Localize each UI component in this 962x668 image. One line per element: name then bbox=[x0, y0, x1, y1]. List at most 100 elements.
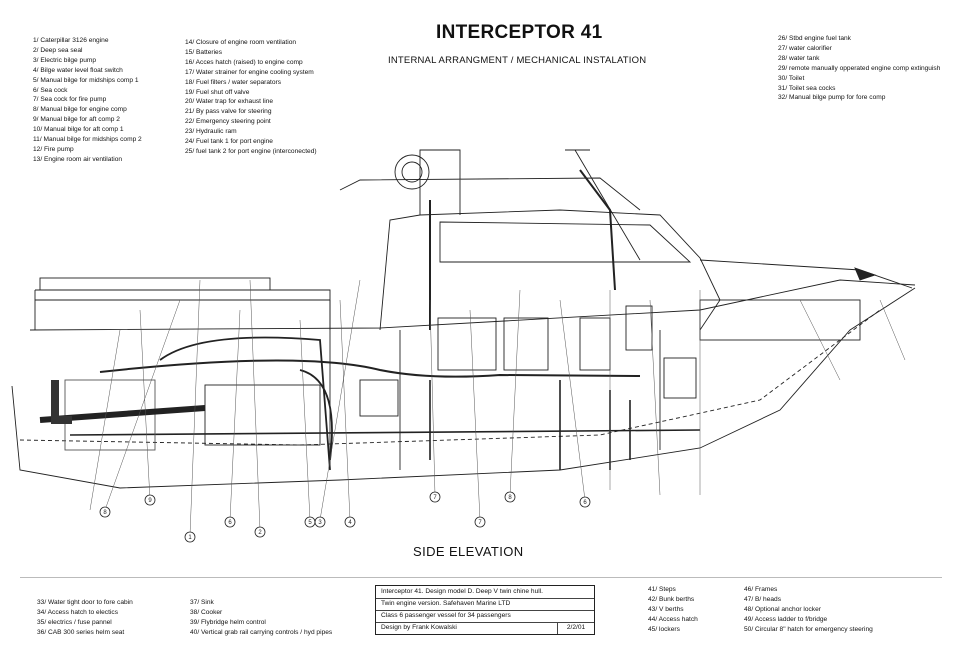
sheer-line bbox=[29, 279, 916, 331]
legend-item: 22/ Emergency steering point bbox=[185, 118, 271, 126]
callout-balloon: 8 bbox=[504, 491, 516, 503]
title-block-line-3: Class 6 passenger vessel for 34 passenge… bbox=[376, 610, 594, 623]
callout-balloon: 2 bbox=[254, 526, 266, 538]
legend-item: 44/ Access hatch bbox=[648, 615, 698, 623]
view-label: SIDE ELEVATION bbox=[413, 544, 524, 559]
legend-item: 28/ water tank bbox=[778, 54, 820, 62]
callout-balloon: 7 bbox=[429, 491, 441, 503]
leader-lines bbox=[89, 279, 906, 536]
legend-item: 25/ fuel tank 2 for port engine (interco… bbox=[185, 147, 317, 155]
title-block-line-4: Design by Frank Kowalski 2/2/01 bbox=[376, 622, 594, 634]
legend-item: 14/ Closure of engine room ventilation bbox=[185, 39, 297, 46]
title-block-date: 2/2/01 bbox=[557, 622, 594, 634]
legend-item: 4/ Bilge water level float switch bbox=[33, 66, 123, 74]
legend-item: 26/ Stbd engine fuel tank bbox=[778, 35, 851, 42]
callout-balloon: 6 bbox=[579, 496, 591, 508]
legend-item: 2/ Deep sea seal bbox=[33, 46, 83, 54]
legend-item: 6/ Sea cock bbox=[33, 86, 68, 94]
toilet bbox=[663, 357, 697, 399]
callout-balloon: 6 bbox=[224, 516, 236, 528]
callout-balloon: 8 bbox=[99, 506, 111, 518]
drawing-title: INTERCEPTOR 41 bbox=[436, 22, 603, 43]
legend-list-bottom-3: 41/ Steps 42/ Bunk berths 43/ V berths 44/ … bbox=[648, 585, 698, 635]
legend-item: 16/ Acces hatch (raised) to engine comp bbox=[185, 58, 303, 66]
callout-balloon: 1 bbox=[184, 531, 196, 543]
aft-deck bbox=[34, 289, 331, 330]
callout-number: 9 bbox=[148, 498, 152, 504]
legend-item: 17/ Water strainer for engine cooling sy… bbox=[185, 68, 314, 76]
title-block-line-1: Interceptor 41. Design model D. Deep V t… bbox=[376, 586, 594, 599]
legend-item: 48/ Optional anchor locker bbox=[744, 605, 821, 613]
legend-item: 18/ Fuel filters / water separators bbox=[185, 78, 282, 86]
callout-number: 6 bbox=[228, 520, 232, 526]
legend-item: 23/ Hydraulic ram bbox=[185, 128, 237, 136]
drawing-subtitle: INTERNAL ARRANGMENT / MECHANICAL INSTALA… bbox=[388, 55, 647, 66]
legend-list-top-right: 26/ Stbd engine fuel tank 27/ water calor… bbox=[778, 34, 940, 103]
chine-line bbox=[19, 309, 881, 446]
legend-item: 43/ V berths bbox=[648, 605, 684, 613]
fore-cabin bbox=[699, 299, 861, 341]
legend-item: 29/ remote manually opperated engine com… bbox=[778, 64, 941, 72]
callout-number: 1 bbox=[188, 535, 192, 541]
legend-item: 15/ Batteries bbox=[185, 48, 223, 56]
legend-item: 21/ By pass valve for steering bbox=[185, 108, 272, 116]
legend-item: 40/ Vertical grab rail carrying controls… bbox=[190, 628, 333, 636]
legend-item: 50/ Circular 8" hatch for emergency stee… bbox=[744, 625, 873, 633]
legend-item: 27/ water calorifier bbox=[778, 44, 832, 52]
legend-item: 12/ Fire pump bbox=[33, 145, 74, 153]
callout-balloon: 3 bbox=[314, 516, 326, 528]
legend-item: 31/ Toilet sea cocks bbox=[778, 84, 836, 92]
callout-balloon: 9 bbox=[144, 494, 156, 506]
helm-unit bbox=[579, 317, 611, 371]
legend-item: 36/ CAB 300 series helm seat bbox=[37, 628, 125, 636]
legend-item: 24/ Fuel tank 1 for port engine bbox=[185, 138, 273, 146]
legend-item: 46/ Frames bbox=[744, 586, 778, 593]
bunk-unit bbox=[625, 305, 653, 351]
legend-item: 20/ Water trap for exhaust line bbox=[185, 98, 274, 106]
callout-number: 5 bbox=[308, 520, 312, 526]
legend-list-bottom-4: 46/ Frames 47/ B/ heads 48/ Optional ancho… bbox=[744, 585, 873, 635]
separator-line bbox=[20, 577, 942, 578]
callout-number: 7 bbox=[433, 495, 437, 501]
callout-number: 3 bbox=[318, 520, 322, 526]
callout-number: 6 bbox=[583, 500, 587, 506]
legend-item: 32/ Manual bilge pump for fore comp bbox=[778, 94, 886, 102]
aft-coaming bbox=[39, 277, 271, 291]
legend-item: 42/ Bunk berths bbox=[648, 595, 695, 603]
batteries bbox=[359, 379, 399, 417]
legend-list-top-left: 1/ Caterpillar 3126 engine 2/ Deep sea se… bbox=[33, 36, 142, 165]
callout-balloon: 4 bbox=[344, 516, 356, 528]
legend-item: 8/ Manual bilge for engine comp bbox=[33, 106, 127, 114]
callout-number: 2 bbox=[258, 530, 262, 536]
wheelhouse-windows bbox=[439, 221, 692, 263]
legend-item: 41/ Steps bbox=[648, 586, 676, 593]
legend-item: 13/ Engine room air ventilation bbox=[33, 155, 123, 163]
galley-unit bbox=[437, 317, 497, 371]
bilge-pipes bbox=[99, 359, 641, 378]
legend-item: 47/ B/ heads bbox=[744, 595, 782, 603]
waterline bbox=[69, 429, 701, 436]
callout-number: 8 bbox=[508, 495, 512, 501]
legend-item: 19/ Fuel shut off valve bbox=[185, 88, 250, 96]
legend-item: 33/ Water tight door to fore cabin bbox=[37, 599, 133, 606]
title-block: Interceptor 41. Design model D. Deep V t… bbox=[375, 585, 595, 635]
locker-unit bbox=[503, 317, 549, 371]
legend-item: 37/ Sink bbox=[190, 599, 214, 606]
callout-number: 7 bbox=[478, 520, 482, 526]
legend-item: 11/ Manual bilge for midships comp 2 bbox=[33, 136, 142, 144]
mast bbox=[565, 149, 641, 261]
lifering bbox=[394, 154, 430, 190]
legend-item: 3/ Electric bilge pump bbox=[33, 56, 97, 64]
callout-balloon: 5 bbox=[304, 516, 316, 528]
legend-item: 5/ Manual bilge for midships comp 1 bbox=[33, 76, 139, 84]
legend-item: 1/ Caterpillar 3126 engine bbox=[33, 37, 109, 44]
legend-item: 38/ Cooker bbox=[190, 608, 223, 616]
flybridge bbox=[339, 149, 641, 215]
legend-item: 45/ lockers bbox=[648, 625, 680, 633]
legend-item: 35/ electrics / fuse pannel bbox=[37, 618, 112, 626]
legend-item: 49/ Access ladder to f/bridge bbox=[744, 615, 828, 623]
callout-balloon: 7 bbox=[474, 516, 486, 528]
